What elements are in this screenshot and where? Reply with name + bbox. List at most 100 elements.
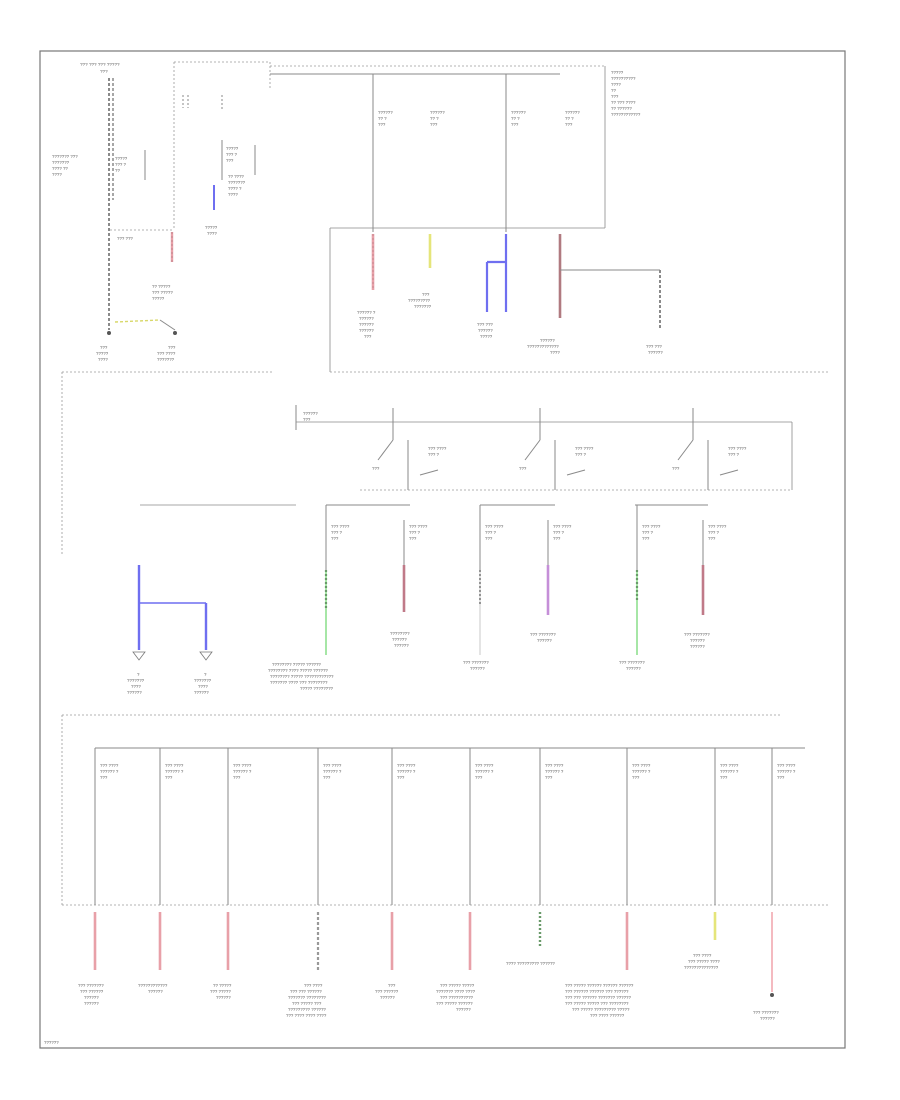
bot-out-10a: ??? ??????? (753, 1010, 779, 1015)
bot-fuse-9b: ?????? ? (720, 769, 739, 774)
tr-fuse-4c: ??? (565, 122, 573, 127)
relay-2-contact (566, 469, 586, 476)
mid-out-6c: ?????? (690, 644, 705, 649)
ground-left-1: ??? (100, 345, 108, 350)
tr-fuse-3a: ?????? (511, 110, 526, 115)
bot-fuse-7a: ??? ???? (545, 763, 564, 768)
mid-fuse-5c: ??? (642, 536, 650, 541)
tr-fuse-3b: ?? ? (511, 116, 520, 121)
tr-out-3a: ??? ??? (477, 322, 493, 327)
tr-out-2c: ??????? (414, 304, 432, 309)
mid-fuse-6a: ??? ???? (708, 524, 727, 529)
right-side-label-1: ?? ???? (228, 174, 244, 179)
bot-fuse-8c: ??? (632, 775, 640, 780)
bot-out-8d: ??? ????? ????? ??? ???????? (565, 1001, 629, 1006)
top-left-block: ??? ??? ??? ????? ??? ??????? ??? ??????… (52, 61, 271, 362)
mid-out-5b: ?????? (626, 666, 641, 671)
mid-out-4a: ??? ??????? (530, 632, 556, 637)
bot-out-3b: ??? ????? (210, 989, 231, 994)
yellow-jumper-wire (114, 319, 161, 323)
bot-out-3a: ?? ????? (213, 983, 232, 988)
bot-fuse-7c: ??? (545, 775, 553, 780)
relay-1-contact (419, 469, 439, 476)
tr-out-2b: ????????? (408, 298, 431, 303)
bot-out-6a: ??? ????? ????? (440, 983, 475, 988)
relay-main-fuse-2: ??? (303, 417, 311, 422)
bottom-block: ??? ???? ?????? ? ??? ??? ???? ?????? ? … (61, 714, 828, 1021)
bot-fuse-6a: ??? ???? (475, 763, 494, 768)
top-right-block: ????? ?????????? ???? ?? ??? ?? ??? ????… (270, 65, 828, 373)
tr-fuse-3c: ??? (511, 122, 519, 127)
bot-fuse-10b: ?????? ? (777, 769, 796, 774)
bus-note-7: ?? ?????? (611, 106, 632, 111)
tr-fuse-4b: ?? ? (565, 116, 574, 121)
relay-2: ??? ???? ??? ? ??? (519, 408, 594, 490)
bot-fuse-9c: ??? (720, 775, 728, 780)
mid-out-1c: ???????? ????? ???????????? (270, 674, 334, 679)
relay-1: ??? ???? ??? ? ??? (372, 408, 447, 490)
bot-fuse-4a: ??? ???? (323, 763, 342, 768)
starter-label-1: ?? ????? (152, 284, 171, 289)
mid-fuse-4c: ??? (553, 536, 561, 541)
bot-fuse-2c: ??? (165, 775, 173, 780)
fuse-upper-2: ??? ? (115, 162, 127, 167)
bot-out-1c: ?????? (84, 995, 99, 1000)
fuse-right-1: ????? (226, 146, 239, 151)
bus-note-4: ?? (611, 88, 616, 93)
bot-fuse-3c: ??? (233, 775, 241, 780)
bot-fuse-3b: ?????? ? (233, 769, 252, 774)
tr-fuse-2b: ?? ? (430, 116, 439, 121)
bot-out-8c: ??? ??? ?????? ??????? ?????? (565, 995, 631, 1000)
mid-fuse-2c: ??? (409, 536, 417, 541)
mid-out-2b: ?????? (392, 637, 407, 642)
bot-out-5a: ??? (388, 983, 396, 988)
mid-out-5a: ??? ??????? (619, 660, 645, 665)
bot-out-8f: ??? ???? ?????? (590, 1013, 625, 1018)
bot-out-1b: ??? ?????? (80, 989, 104, 994)
fuse-upper-1: ????? (115, 156, 128, 161)
bot-out-2a: ???????????? (138, 983, 168, 988)
tr-out-1a: ?????? ? (357, 310, 376, 315)
ground-right-3: ??????? (157, 357, 175, 362)
relay-2-label-b: ??? ? (575, 452, 587, 457)
lg-1b: ??????? (127, 678, 145, 683)
lg-2b: ??????? (194, 678, 212, 683)
tr-out-1d: ?????? (359, 328, 374, 333)
left-side-label-4: ???? (52, 172, 62, 177)
bus-note-8: ???????????? (611, 112, 641, 117)
tr-fuse-2a: ?????? (430, 110, 445, 115)
bot-fuse-10a: ??? ???? (777, 763, 796, 768)
mid-out-1a: ???????? ????? ?????? (272, 662, 321, 667)
tr-out-4a: ?????? (540, 338, 555, 343)
power-dist-2: ???? (207, 231, 217, 236)
lg-1d: ?????? (127, 690, 142, 695)
tr-out-4c: ???? (550, 350, 560, 355)
bot-fuse-5b: ?????? ? (397, 769, 416, 774)
bot-out-6b: ??????? ???? ???? (436, 989, 476, 994)
right-side-label-3: ???? ? (228, 186, 242, 191)
tr-fuse-1c: ??? (378, 122, 386, 127)
left-side-label-1: ??????? ??? (52, 154, 78, 159)
tr-out-5b: ?????? (648, 350, 663, 355)
mid-out-6b: ?????? (690, 638, 705, 643)
mid-fuse-1b: ??? ? (331, 530, 343, 535)
ground-right-node (173, 331, 177, 335)
tr-out-1e: ??? (364, 334, 372, 339)
mid-fuse-2b: ??? ? (409, 530, 421, 535)
bot-out-8b: ??? ?????? ?????? ??? ?????? (565, 989, 629, 994)
tr-fuse-2c: ??? (430, 122, 438, 127)
ground-jumper-diag (159, 319, 176, 331)
bot-out-9b: ??? ????? ???? (688, 959, 720, 964)
mid-out-1b: ???????? ???? ????? ?????? (268, 668, 328, 673)
bot-fuse-6c: ??? (475, 775, 483, 780)
tr-fuse-4a: ?????? (565, 110, 580, 115)
mid-out-2a: ???????? (390, 631, 410, 636)
bot-out-2b: ?????? (148, 989, 163, 994)
relay-3-label-a: ??? ???? (728, 446, 747, 451)
mid-fuse-3a: ??? ???? (485, 524, 504, 529)
relay-3-sw: ??? (672, 466, 680, 471)
relay-main-fuse-1: ?????? (303, 411, 318, 416)
bot-fuse-1c: ??? (100, 775, 108, 780)
mid-fuse-3c: ??? (485, 536, 493, 541)
right-side-label-2: ??????? (228, 180, 246, 185)
